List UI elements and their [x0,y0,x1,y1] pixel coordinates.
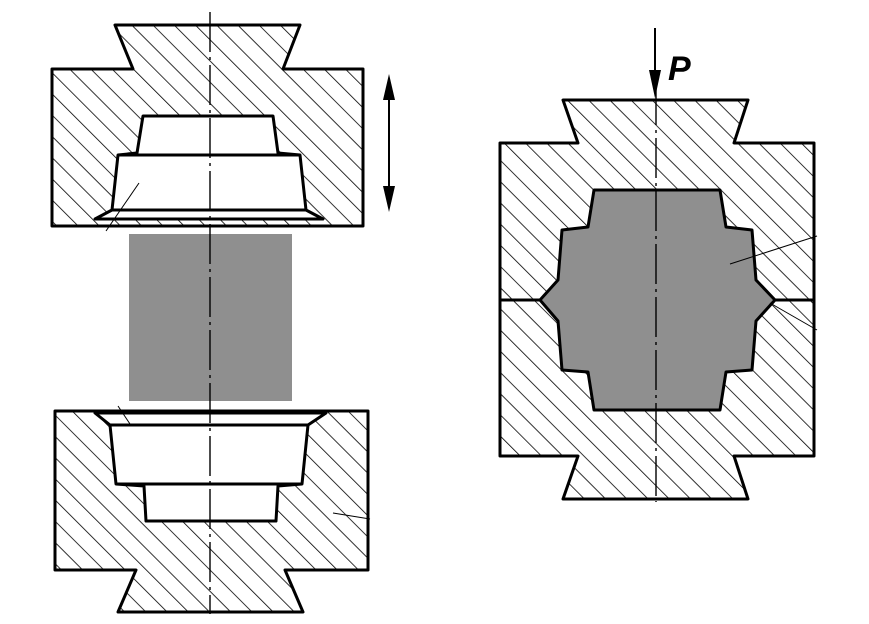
arrow-down-icon [649,28,661,98]
open-die-assembly [50,12,395,614]
upper-die-open [50,23,365,232]
double-arrow-vertical-icon [383,74,395,212]
closed-die-assembly: P [498,28,818,502]
force-label: P [668,50,691,88]
lower-die-open [53,405,371,614]
forged-part [538,188,777,412]
